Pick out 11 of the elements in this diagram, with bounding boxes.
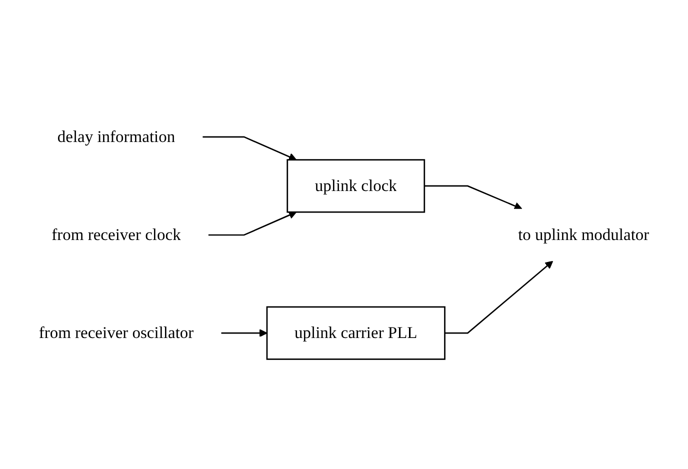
arrow — [444, 260, 554, 334]
node-text: to uplink modulator — [518, 224, 650, 244]
node-text: from receiver clock — [52, 224, 181, 244]
arrow — [221, 328, 268, 337]
node-box: uplink clock — [286, 158, 426, 212]
node-box: uplink carrier PLL — [266, 306, 446, 360]
node-text: from receiver oscillator — [38, 322, 194, 342]
arrow — [424, 184, 522, 210]
arrow — [208, 210, 297, 236]
node-text: delay information — [57, 126, 176, 146]
arrow — [202, 136, 297, 160]
